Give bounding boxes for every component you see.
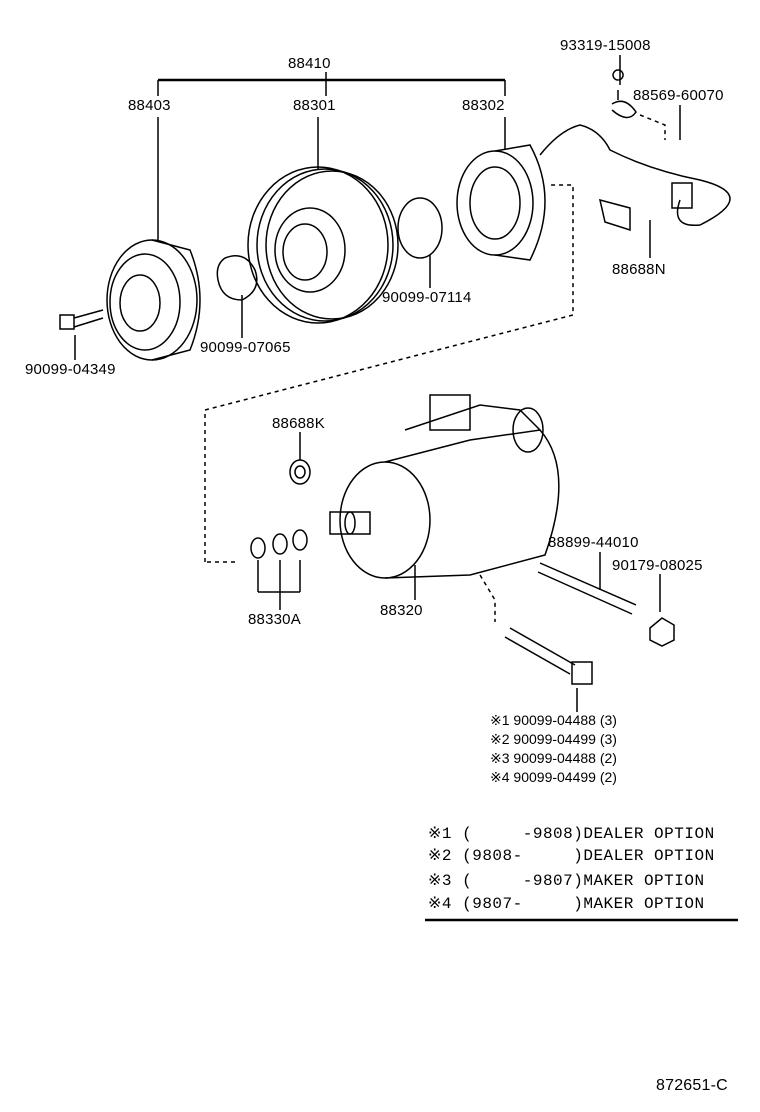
valve-88688k xyxy=(289,459,311,485)
label-90099-07065: 90099-07065 xyxy=(200,339,291,356)
label-90099-07114: 90099-07114 xyxy=(382,289,472,306)
label-88302: 88302 xyxy=(462,97,505,114)
compressor-drawing xyxy=(329,394,560,579)
fastener-bolt-drawing xyxy=(504,627,593,685)
snap-ring-large xyxy=(397,197,443,259)
fastener-row: ※3 90099-04488 (2) xyxy=(490,750,617,766)
label-88301: 88301 xyxy=(293,97,336,114)
label-88569-60070: 88569-60070 xyxy=(633,87,724,104)
stud-bolt-drawing xyxy=(537,562,637,615)
wire-harness xyxy=(539,69,731,232)
label-88410: 88410 xyxy=(288,55,331,72)
snap-ring-small xyxy=(216,255,258,301)
note-row: ※1 ( -9808)DEALER OPTION xyxy=(428,825,715,843)
leader-lines xyxy=(74,55,681,712)
fastener-row: ※4 90099-04499 (2) xyxy=(490,769,617,785)
stator-drawing xyxy=(456,144,546,261)
label-88688K: 88688K xyxy=(272,415,325,432)
fastener-row: ※1 90099-04488 (3) xyxy=(490,712,617,728)
label-88320: 88320 xyxy=(380,602,423,619)
o-rings xyxy=(250,529,308,559)
label-90179-08025: 90179-08025 xyxy=(612,557,703,574)
label-90099-04349: 90099-04349 xyxy=(25,361,116,378)
pulley-drawing xyxy=(247,166,399,324)
label-88330A: 88330A xyxy=(248,611,301,628)
assembly-bracket xyxy=(157,72,506,96)
bolt-drawing xyxy=(59,309,104,330)
label-88899-44010: 88899-44010 xyxy=(548,534,639,551)
label-93319-15008: 93319-15008 xyxy=(560,37,651,54)
note-row: ※4 (9807- )MAKER OPTION xyxy=(428,895,705,913)
label-88688N: 88688N xyxy=(612,261,666,278)
nut-drawing xyxy=(649,617,675,647)
label-88403: 88403 xyxy=(128,97,171,114)
note-row: ※3 ( -9807)MAKER OPTION xyxy=(428,872,705,890)
clutch-hub-drawing xyxy=(106,239,201,361)
diagram-id: 872651-C xyxy=(656,1077,728,1094)
dashed-lines xyxy=(204,114,666,622)
fastener-row: ※2 90099-04499 (3) xyxy=(490,731,617,747)
note-row: ※2 (9808- )DEALER OPTION xyxy=(428,847,715,865)
